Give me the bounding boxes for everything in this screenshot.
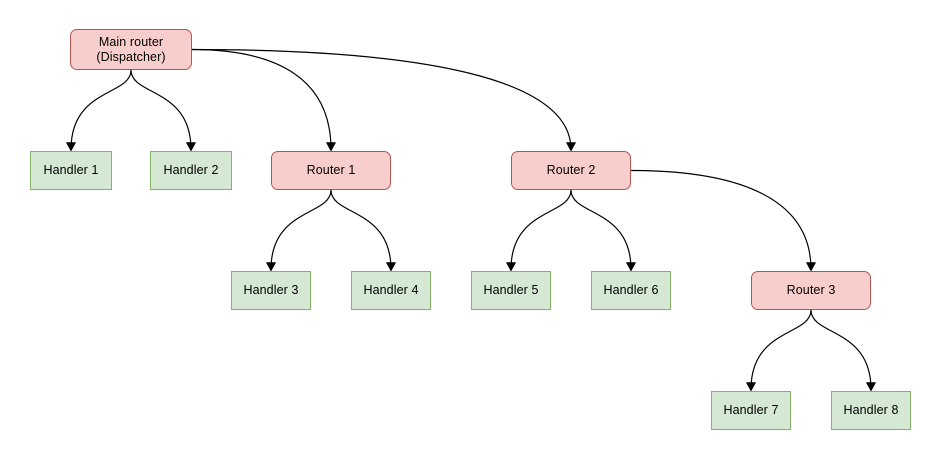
edge-e-r2-h5 <box>510 189 572 271</box>
node-handler5[interactable]: Handler 5 <box>471 271 551 310</box>
node-label: Handler 3 <box>243 283 299 297</box>
edge-e-r2-h6 <box>570 189 632 271</box>
node-label: Handler 5 <box>483 283 539 297</box>
node-handler3[interactable]: Handler 3 <box>231 271 311 310</box>
node-router3[interactable]: Router 3 <box>751 271 871 310</box>
node-label: Handler 7 <box>723 403 779 417</box>
arrow-e-r1-h3 <box>266 262 276 272</box>
arrow-e-main-h2 <box>186 142 196 152</box>
edge-e-main-r1 <box>191 48 332 151</box>
edge-e-r1-h3 <box>270 189 332 271</box>
node-handler2[interactable]: Handler 2 <box>150 151 232 190</box>
edge-e-r3-h7 <box>750 309 812 391</box>
node-label: Handler 6 <box>603 283 659 297</box>
node-handler6[interactable]: Handler 6 <box>591 271 671 310</box>
node-label: Handler 1 <box>43 163 99 177</box>
arrow-e-r2-h6 <box>626 262 636 272</box>
node-router1[interactable]: Router 1 <box>271 151 391 190</box>
arrow-e-r1-h4 <box>386 262 396 272</box>
node-label: Handler 2 <box>163 163 219 177</box>
node-label: Handler 4 <box>363 283 419 297</box>
node-handler1[interactable]: Handler 1 <box>30 151 112 190</box>
node-router2[interactable]: Router 2 <box>511 151 631 190</box>
arrow-e-main-r1 <box>326 142 336 152</box>
node-main[interactable]: Main router (Dispatcher) <box>70 29 192 70</box>
edge-e-main-h1 <box>70 69 132 151</box>
edge-e-r1-h4 <box>330 189 392 271</box>
arrow-e-r3-h8 <box>866 382 876 392</box>
node-label: Router 2 <box>546 163 596 177</box>
edge-e-main-r2 <box>191 48 572 151</box>
arrow-e-r2-r3 <box>806 262 816 272</box>
arrow-e-main-h1 <box>66 142 76 152</box>
node-label: Handler 8 <box>843 403 899 417</box>
arrow-e-main-r2 <box>566 142 576 152</box>
node-label: Router 1 <box>306 163 356 177</box>
node-handler4[interactable]: Handler 4 <box>351 271 431 310</box>
edge-e-r2-r3 <box>630 169 812 271</box>
node-label: Router 3 <box>786 283 836 297</box>
arrow-e-r2-h5 <box>506 262 516 272</box>
node-handler8[interactable]: Handler 8 <box>831 391 911 430</box>
edge-e-r3-h8 <box>810 309 872 391</box>
edge-e-main-h2 <box>130 69 192 151</box>
node-handler7[interactable]: Handler 7 <box>711 391 791 430</box>
arrow-e-r3-h7 <box>746 382 756 392</box>
node-label: Main router (Dispatcher) <box>96 34 166 64</box>
